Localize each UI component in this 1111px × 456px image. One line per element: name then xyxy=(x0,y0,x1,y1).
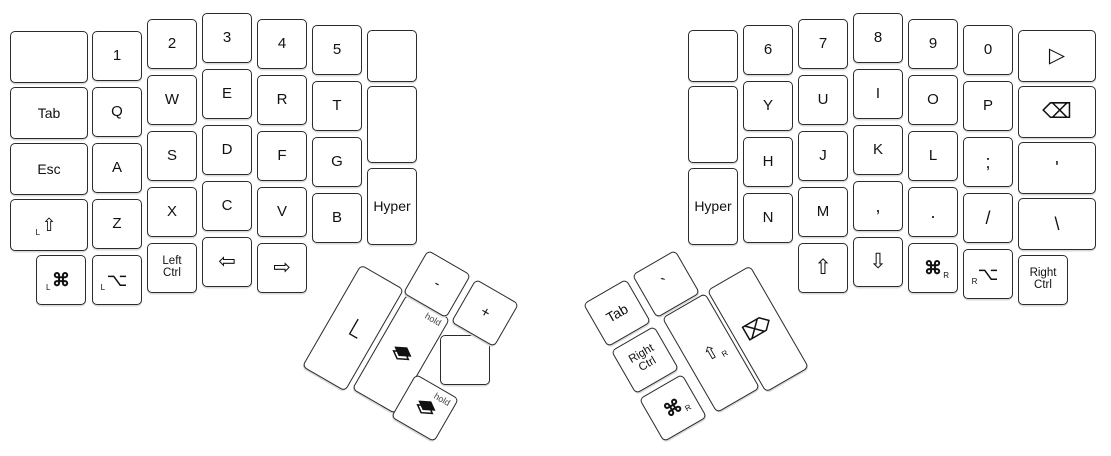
key-semicolon[interactable]: ; xyxy=(963,137,1013,187)
key-right-hyper[interactable]: Hyper xyxy=(688,168,738,245)
key-tab[interactable]: Tab xyxy=(10,87,88,139)
key-z[interactable]: Z xyxy=(92,199,142,249)
key-left-hyper[interactable]: Hyper xyxy=(367,168,417,245)
delete-icon: ⌦ xyxy=(739,311,777,346)
command-icon: ⌘R xyxy=(659,394,693,421)
key-arrow-left[interactable]: ⇦ xyxy=(202,237,252,287)
key-i[interactable]: I xyxy=(853,69,903,119)
layer-icon xyxy=(385,338,418,371)
key-t[interactable]: T xyxy=(312,81,362,131)
key-s[interactable]: S xyxy=(147,131,197,181)
key-backslash[interactable]: \ xyxy=(1018,198,1096,250)
key-0[interactable]: 0 xyxy=(963,25,1013,75)
left-blank-key[interactable] xyxy=(10,31,88,83)
backspace-icon: ⌫ xyxy=(1042,99,1072,123)
key-w[interactable]: W xyxy=(147,75,197,125)
key-x[interactable]: X xyxy=(147,187,197,237)
option-icon: R⌥ xyxy=(971,263,999,286)
key-2[interactable]: 2 xyxy=(147,19,197,69)
key-o[interactable]: O xyxy=(908,75,958,125)
right-inner-tall-key[interactable] xyxy=(688,86,738,163)
key-e[interactable]: E xyxy=(202,69,252,119)
key-slash[interactable]: / xyxy=(963,193,1013,243)
option-icon: ⌥L xyxy=(100,269,128,292)
key-5[interactable]: 5 xyxy=(312,25,362,75)
key-esc[interactable]: Esc xyxy=(10,143,88,195)
key-h[interactable]: H xyxy=(743,137,793,187)
key-arrow-down[interactable]: ⇩ xyxy=(853,237,903,287)
key-4[interactable]: 4 xyxy=(257,19,307,69)
command-icon: ⌘L xyxy=(46,269,70,292)
shift-icon: ⇧L xyxy=(35,214,57,237)
key-left-ctrl[interactable]: Left Ctrl xyxy=(147,243,197,293)
key-9[interactable]: 9 xyxy=(908,19,958,69)
key-backspace[interactable]: ⌫ xyxy=(1018,86,1096,138)
key-n[interactable]: N xyxy=(743,193,793,243)
arrow-right-icon: ⇨ xyxy=(273,255,291,279)
key-left-command[interactable]: ⌘L xyxy=(36,255,86,305)
key-3[interactable]: 3 xyxy=(202,13,252,63)
key-y[interactable]: Y xyxy=(743,81,793,131)
arrow-up-icon: ⇧ xyxy=(814,255,832,279)
key-b[interactable]: B xyxy=(312,193,362,243)
key-r[interactable]: R xyxy=(257,75,307,125)
key-g[interactable]: G xyxy=(312,137,362,187)
arrow-down-icon: ⇩ xyxy=(869,249,887,273)
key-play[interactable]: ▷ xyxy=(1018,30,1096,82)
left-inner-blank-key[interactable] xyxy=(367,30,417,82)
key-k[interactable]: K xyxy=(853,125,903,175)
right-inner-blank-key[interactable] xyxy=(688,30,738,82)
left-inner-tall-key[interactable] xyxy=(367,86,417,163)
key-a[interactable]: A xyxy=(92,143,142,193)
key-right-ctrl[interactable]: Right Ctrl xyxy=(1018,255,1068,305)
key-left-shift[interactable]: ⇧L xyxy=(10,199,88,251)
key-6[interactable]: 6 xyxy=(743,25,793,75)
key-quote[interactable]: ' xyxy=(1018,142,1096,194)
command-icon: ⌘R xyxy=(924,257,949,280)
key-left-option[interactable]: ⌥L xyxy=(92,255,142,305)
key-arrow-right[interactable]: ⇨ xyxy=(257,243,307,293)
key-right-command[interactable]: ⌘R xyxy=(908,243,958,293)
play-icon: ▷ xyxy=(1048,43,1066,67)
key-p[interactable]: P xyxy=(963,81,1013,131)
key-l[interactable]: L xyxy=(908,131,958,181)
space-icon: ⎿ xyxy=(341,315,366,341)
key-u[interactable]: U xyxy=(798,75,848,125)
arrow-left-icon: ⇦ xyxy=(218,249,236,273)
key-7[interactable]: 7 xyxy=(798,19,848,69)
key-thumb-blank[interactable] xyxy=(440,335,490,385)
key-period[interactable]: . xyxy=(908,187,958,237)
key-right-option[interactable]: R⌥ xyxy=(963,249,1013,299)
key-m[interactable]: M xyxy=(798,187,848,237)
key-q[interactable]: Q xyxy=(92,87,142,137)
key-j[interactable]: J xyxy=(798,131,848,181)
key-8[interactable]: 8 xyxy=(853,13,903,63)
key-d[interactable]: D xyxy=(202,125,252,175)
key-v[interactable]: V xyxy=(257,187,307,237)
key-1[interactable]: 1 xyxy=(92,31,142,81)
shift-icon: ⇧R xyxy=(699,340,730,366)
key-f[interactable]: F xyxy=(257,131,307,181)
key-arrow-up[interactable]: ⇧ xyxy=(798,243,848,293)
key-c[interactable]: C xyxy=(202,181,252,231)
key-comma[interactable]: , xyxy=(853,181,903,231)
